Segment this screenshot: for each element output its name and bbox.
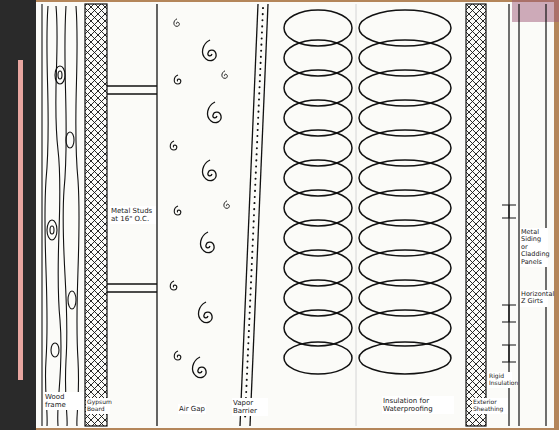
part-label: Rigid Insulation (488, 372, 512, 388)
part-label: Wood frame (44, 392, 84, 410)
part-label: Metal Studs at 16" O.C. (110, 206, 156, 224)
part-label: Metal Siding or Cladding Panels (520, 228, 548, 267)
part-label: Vapor Barrier (232, 398, 268, 416)
part-label: Insulation for Waterproofing (382, 396, 454, 414)
part-label: Gypsum Board (86, 398, 110, 414)
part-label: Exterior Sheathing (472, 398, 508, 414)
part-label: Horizontal Z Girts (520, 290, 548, 307)
part-label: Air Gap (178, 404, 206, 414)
